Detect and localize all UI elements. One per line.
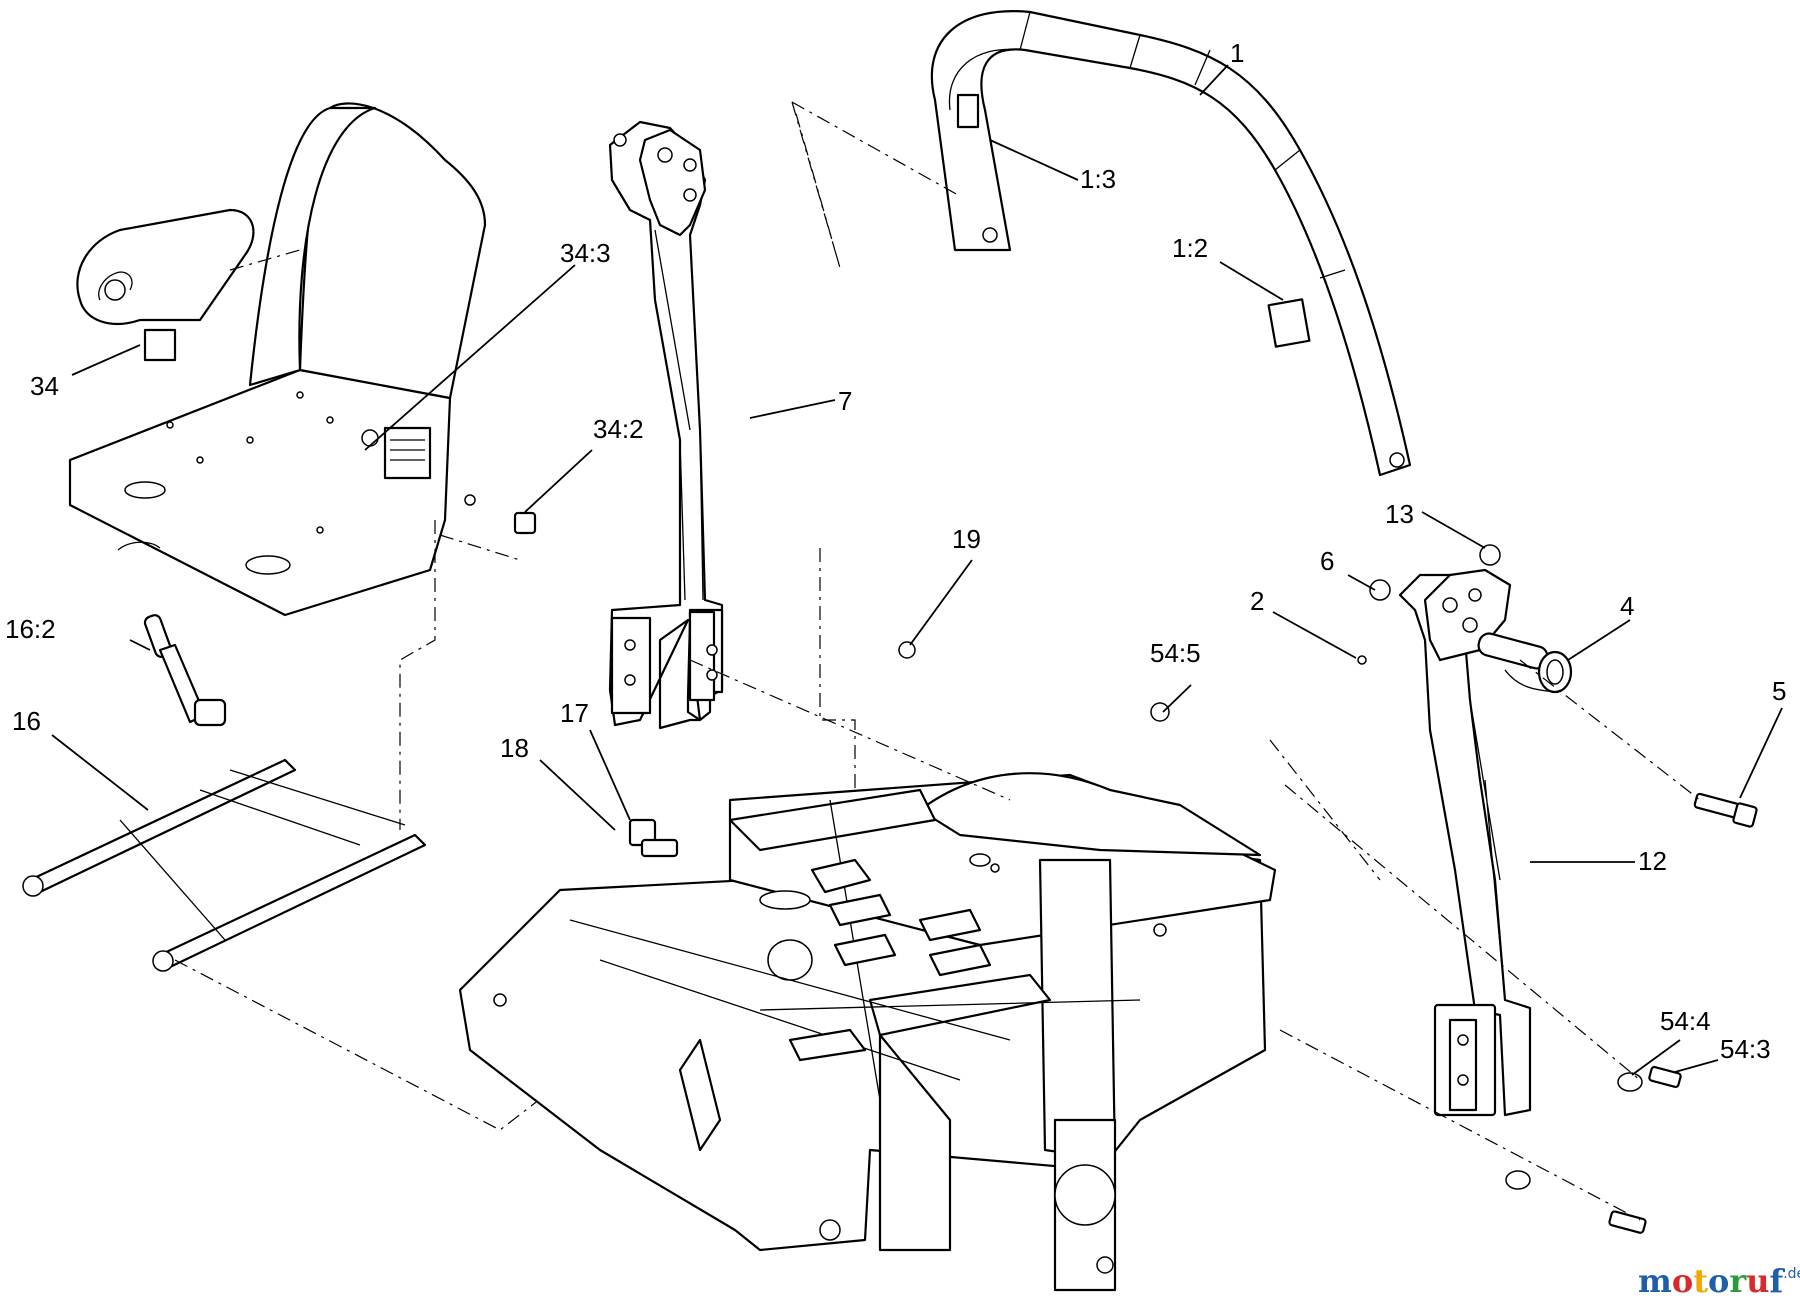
wm-letter-4: o — [1708, 1262, 1729, 1300]
latch-pin — [1477, 632, 1573, 694]
wm-letter-1: m — [1638, 1262, 1672, 1300]
callout-labels: 1 1:3 1:2 34:3 34 34:2 7 19 13 6 2 4 5 5… — [5, 38, 1786, 1064]
callout-17: 17 — [560, 698, 589, 728]
callout-18: 18 — [500, 733, 529, 763]
wm-letter-5: r — [1729, 1262, 1747, 1300]
decal-1-2 — [1267, 298, 1311, 348]
callout-16-2: 16:2 — [5, 614, 56, 644]
hardware — [513, 511, 1758, 1234]
callout-34-3: 34:3 — [560, 238, 611, 268]
callout-34: 34 — [30, 371, 59, 401]
leader-lines — [51, 64, 1783, 1076]
callout-1-3: 1:3 — [1080, 164, 1116, 194]
callout-7: 7 — [838, 386, 852, 416]
right-upright — [1398, 568, 1532, 1117]
callout-19: 19 — [952, 524, 981, 554]
callout-1: 1 — [1230, 38, 1244, 68]
callout-16: 16 — [12, 706, 41, 736]
callout-54-4: 54:4 — [1660, 1006, 1711, 1036]
seat — [68, 102, 487, 617]
callout-12: 12 — [1638, 846, 1667, 876]
svg-text:motoruf.de: motoruf.de — [1638, 1262, 1800, 1300]
seat-slides — [22, 614, 427, 972]
callout-34-2: 34:2 — [593, 414, 644, 444]
callout-5: 5 — [1772, 676, 1786, 706]
main-frame — [458, 772, 1277, 1292]
wm-suffix: .de — [1783, 1266, 1800, 1282]
wm-letter-6: u — [1746, 1262, 1769, 1300]
watermark-logo: motoruf.de — [1638, 1262, 1800, 1300]
callout-1-2: 1:2 — [1172, 233, 1208, 263]
wm-letter-7: f — [1769, 1262, 1785, 1300]
wm-letter-2: o — [1672, 1262, 1693, 1300]
callout-4: 4 — [1620, 591, 1634, 621]
callout-6: 6 — [1320, 546, 1334, 576]
callout-54-5: 54:5 — [1150, 638, 1201, 668]
callout-13: 13 — [1385, 499, 1414, 529]
decal-1-3 — [956, 93, 980, 129]
left-upright — [608, 120, 724, 730]
callout-54-3: 54:3 — [1720, 1034, 1771, 1064]
callout-2: 2 — [1250, 586, 1264, 616]
wm-letter-3: t — [1693, 1262, 1708, 1300]
roll-bar — [930, 10, 1412, 477]
